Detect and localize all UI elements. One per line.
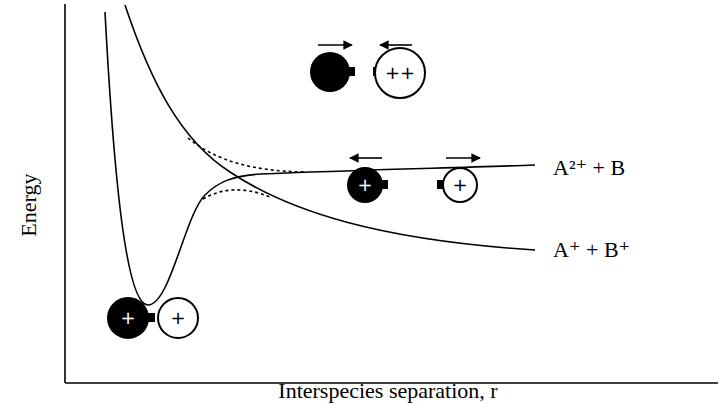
y-axis	[64, 4, 66, 383]
motion-arrow	[380, 44, 412, 46]
motion-arrow	[318, 44, 352, 46]
bound-curve	[105, 12, 535, 305]
charge-sign: +	[357, 176, 372, 194]
avoided-crossing-lower	[203, 190, 272, 199]
charge-sign: +	[452, 176, 467, 194]
bond-stub	[348, 67, 355, 76]
ion-sphere: ++	[374, 47, 426, 99]
state-label: A²⁺ + B	[553, 156, 625, 180]
axis-label: Interspecies separation, r	[278, 379, 497, 403]
state-label: A⁺ + B⁺	[553, 238, 630, 262]
axis-label: Energy	[18, 173, 42, 236]
ion-sphere: +	[347, 167, 383, 203]
ion-sphere: +	[442, 167, 478, 203]
ion-sphere: +	[107, 297, 149, 339]
charge-sign: +	[170, 309, 185, 327]
motion-arrow	[446, 157, 480, 159]
ion-sphere	[310, 52, 350, 92]
repulsive-curve	[125, 5, 535, 250]
charge-sign: +	[120, 309, 135, 327]
avoided-crossing-upper	[188, 138, 305, 172]
ion-sphere: +	[157, 297, 199, 339]
charge-sign: ++	[385, 64, 415, 82]
motion-arrow	[350, 157, 382, 159]
